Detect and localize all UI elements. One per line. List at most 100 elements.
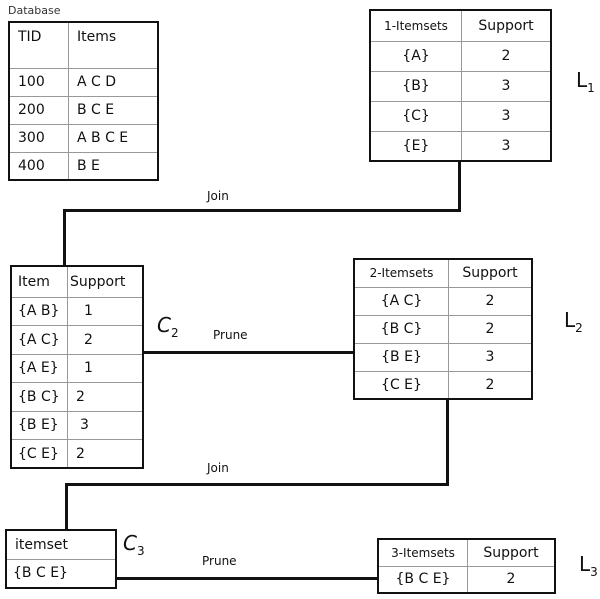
- l1-header-support: Support: [461, 9, 552, 42]
- table-row: 300 A B C E: [8, 123, 159, 153]
- c2-support: 3: [67, 410, 144, 440]
- l1-support: 3: [461, 130, 552, 162]
- c3-label-subscript: 3: [136, 544, 145, 558]
- l1-label: L1: [576, 68, 595, 95]
- join2-label: Join: [207, 461, 229, 475]
- database-tid: 100: [8, 67, 69, 97]
- l1-label-letter: L: [576, 68, 588, 92]
- table-row: {C E} 2: [10, 439, 144, 469]
- l3-label: L3: [579, 552, 598, 579]
- table-row: {A} 2: [369, 40, 552, 72]
- c2-itemset: {C E}: [10, 439, 68, 469]
- c2-support: 2: [67, 382, 144, 412]
- prune2-connector: [116, 577, 378, 580]
- database-header-items: Items: [68, 21, 159, 69]
- l2-itemset: {B E}: [353, 342, 449, 372]
- prune1-connector: [143, 351, 354, 354]
- table-row: {B C E} 2: [377, 565, 556, 594]
- c2-support: 2: [67, 439, 144, 469]
- l3-label-subscript: 3: [590, 565, 598, 579]
- l1-header-row: 1-Itemsets Support: [369, 9, 552, 42]
- table-row: {B C} 2: [10, 382, 144, 412]
- database-tid: 300: [8, 123, 69, 153]
- c2-support: 1: [67, 353, 144, 383]
- c3-label: C3: [123, 531, 145, 558]
- l3-itemset: {B C E}: [377, 565, 468, 594]
- l2-label: L2: [564, 308, 583, 335]
- l3-header-support: Support: [467, 538, 556, 567]
- l1-support: 2: [461, 40, 552, 72]
- c2-itemset: {B E}: [10, 410, 68, 440]
- c3-itemset: {B C E}: [5, 558, 117, 589]
- l1-support: 3: [461, 70, 552, 102]
- c2-label-letter: C: [157, 313, 171, 337]
- database-table: TID Items 100 A C D 200 B C E 300 A B C …: [8, 21, 159, 181]
- c2-support: 2: [67, 325, 144, 355]
- l3-support: 2: [467, 565, 556, 594]
- prune1-label: Prune: [213, 328, 248, 342]
- database-items: B E: [68, 151, 159, 181]
- l2-support: 2: [448, 314, 533, 344]
- c2-header-row: Item Support: [10, 265, 144, 298]
- c3-header-itemset: itemset: [5, 529, 117, 560]
- database-items: B C E: [68, 95, 159, 125]
- table-row: 100 A C D: [8, 67, 159, 97]
- l2-header-row: 2-Itemsets Support: [353, 258, 533, 288]
- l2-header-itemsets: 2-Itemsets: [353, 258, 449, 288]
- join1-connector-vertical-left: [63, 209, 66, 266]
- c2-table: Item Support {A B} 1 {A C} 2 {A E} 1 {B …: [10, 265, 144, 469]
- l3-header-itemsets: 3-Itemsets: [377, 538, 468, 567]
- database-header-row: TID Items: [8, 21, 159, 69]
- l1-itemset: {C}: [369, 100, 462, 132]
- l3-table: 3-Itemsets Support {B C E} 2: [377, 538, 556, 594]
- join1-connector-horizontal: [63, 209, 461, 212]
- l1-header-itemsets: 1-Itemsets: [369, 9, 462, 42]
- table-row: {A B} 1: [10, 296, 144, 326]
- c2-itemset: {A C}: [10, 325, 68, 355]
- c2-header-item: Item: [10, 265, 68, 298]
- l1-label-subscript: 1: [587, 81, 595, 95]
- l3-label-letter: L: [579, 552, 591, 576]
- database-tid: 200: [8, 95, 69, 125]
- database-caption: Database: [8, 4, 61, 17]
- join1-connector-vertical-right: [458, 162, 461, 212]
- table-row: {C} 3: [369, 100, 552, 132]
- l1-table: 1-Itemsets Support {A} 2 {B} 3 {C} 3 {E}…: [369, 9, 552, 162]
- table-row: {A C} 2: [353, 286, 533, 316]
- l1-itemset: {B}: [369, 70, 462, 102]
- table-row: {B E} 3: [353, 342, 533, 372]
- table-row: {A C} 2: [10, 325, 144, 355]
- database-items: A C D: [68, 67, 159, 97]
- l2-label-letter: L: [564, 308, 576, 332]
- database-header-tid: TID: [8, 21, 69, 69]
- c3-table: itemset {B C E}: [5, 529, 117, 589]
- c2-label: C2: [157, 313, 179, 340]
- join2-connector-horizontal: [65, 483, 449, 486]
- l2-table: 2-Itemsets Support {A C} 2 {B C} 2 {B E}…: [353, 258, 533, 400]
- l2-itemset: {C E}: [353, 370, 449, 400]
- c2-itemset: {A E}: [10, 353, 68, 383]
- table-row: 200 B C E: [8, 95, 159, 125]
- join2-connector-vertical-right: [446, 398, 449, 486]
- c3-header-row: itemset: [5, 529, 117, 560]
- table-row: {B C} 2: [353, 314, 533, 344]
- l1-support: 3: [461, 100, 552, 132]
- l2-support: 2: [448, 370, 533, 400]
- c2-itemset: {B C}: [10, 382, 68, 412]
- prune2-label: Prune: [202, 554, 237, 568]
- l2-itemset: {B C}: [353, 314, 449, 344]
- c2-support: 1: [67, 296, 144, 326]
- l2-header-support: Support: [448, 258, 533, 288]
- l2-itemset: {A C}: [353, 286, 449, 316]
- l3-header-row: 3-Itemsets Support: [377, 538, 556, 567]
- database-tid: 400: [8, 151, 69, 181]
- table-row: {B C E}: [5, 558, 117, 589]
- table-row: {C E} 2: [353, 370, 533, 400]
- l1-itemset: {A}: [369, 40, 462, 72]
- table-row: {E} 3: [369, 130, 552, 162]
- database-items: A B C E: [68, 123, 159, 153]
- l2-label-subscript: 2: [575, 321, 583, 335]
- l1-itemset: {E}: [369, 130, 462, 162]
- join2-connector-vertical-left: [65, 483, 68, 530]
- l2-support: 3: [448, 342, 533, 372]
